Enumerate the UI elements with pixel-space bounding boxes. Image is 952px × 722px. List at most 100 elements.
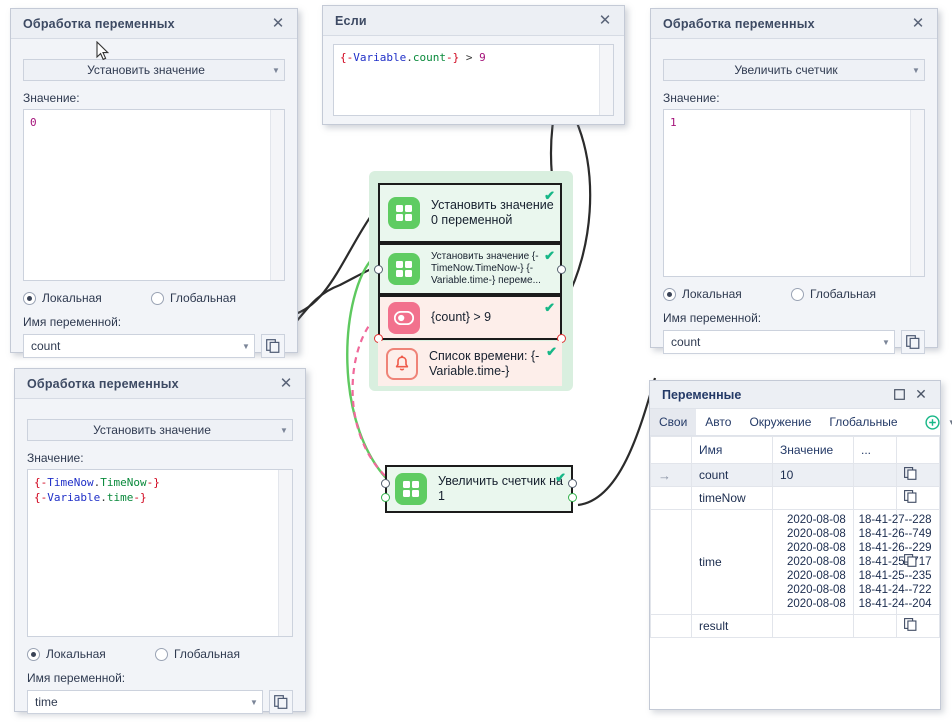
grid-icon — [388, 197, 420, 229]
flow-node-label: Список времени: {-Variable.time-} — [429, 349, 562, 379]
table-row[interactable]: timeNow — [651, 487, 940, 510]
namespace: TimeNow — [47, 476, 93, 489]
radio-local[interactable]: Локальная — [27, 647, 155, 661]
variables-panel[interactable]: Переменные ✕ Свои Авто Окружение Глобаль… — [649, 380, 941, 710]
copy-button[interactable] — [901, 330, 925, 354]
node-input-port[interactable] — [381, 479, 390, 488]
table-row[interactable]: result — [651, 615, 940, 638]
copy-button[interactable] — [269, 690, 293, 714]
scrollbar[interactable] — [599, 45, 613, 115]
flow-node-set-zero[interactable]: Установить значение 0 переменной ✔ — [378, 183, 562, 243]
close-icon[interactable]: ✕ — [596, 12, 614, 30]
window-if-condition[interactable]: Если ✕ {-Variable.count-} > 9 — [322, 5, 625, 125]
variables-panel-titlebar[interactable]: Переменные ✕ — [650, 381, 940, 409]
node-output-port-green[interactable] — [568, 493, 577, 502]
dot: . — [100, 491, 107, 504]
maximize-icon[interactable] — [888, 385, 910, 405]
tab-label: Глобальные — [829, 415, 897, 429]
copy-icon[interactable] — [904, 554, 917, 570]
radio-global[interactable]: Глобальная — [155, 647, 240, 661]
action-dropdown[interactable]: Увеличить счетчик ▼ — [663, 59, 925, 81]
row-name: time — [692, 510, 773, 615]
scrollbar[interactable] — [278, 470, 292, 636]
row-value[interactable] — [773, 487, 854, 510]
flow-node-time-list[interactable]: Список времени: {-Variable.time-} ✔ — [378, 341, 562, 386]
variable-name-combo[interactable]: time ▼ — [27, 690, 263, 714]
value-textarea[interactable]: 0 — [23, 109, 285, 281]
radio-local-label: Локальная — [46, 647, 106, 661]
table-row[interactable]: time 2020-08-08 18-41-27--228 2020-08-08… — [651, 510, 940, 615]
brace-close: -} — [133, 491, 146, 504]
row-copy-cell[interactable] — [897, 487, 940, 510]
variable-name-label: Имя переменной: — [27, 671, 293, 685]
grid-icon — [388, 253, 420, 285]
window-titlebar[interactable]: Обработка переменных ✕ — [11, 9, 297, 39]
value-line-2: {-Variable.time-} — [34, 490, 286, 505]
tab-okruzhenie[interactable]: Окружение — [740, 409, 820, 435]
flow-node-set-timenow[interactable]: Установить значение {-TimeNow.TimeNow-} … — [378, 243, 562, 295]
variable-name-combo[interactable]: count ▼ — [663, 330, 895, 354]
add-variable-icon[interactable] — [919, 409, 946, 435]
tab-avto[interactable]: Авто — [696, 409, 740, 435]
value-text: 0 — [30, 116, 37, 129]
radio-global[interactable]: Глобальная — [151, 291, 236, 305]
tabs-overflow-icon[interactable]: ▾ — [946, 409, 952, 435]
col-header-copy — [897, 437, 940, 464]
row-value[interactable]: 10 — [773, 464, 854, 487]
value-textarea[interactable]: {-TimeNow.TimeNow-} {-Variable.time-} — [27, 469, 293, 637]
radio-dot — [663, 288, 676, 301]
window-increase-counter[interactable]: Обработка переменных ✕ Увеличить счетчик… — [650, 8, 938, 348]
close-icon[interactable]: ✕ — [269, 15, 287, 33]
window-titlebar[interactable]: Обработка переменных ✕ — [651, 9, 937, 39]
copy-icon[interactable] — [904, 467, 917, 483]
window-titlebar[interactable]: Обработка переменных ✕ — [15, 369, 305, 399]
tab-svoi[interactable]: Свои — [650, 409, 696, 435]
row-more[interactable] — [854, 487, 897, 510]
action-dropdown[interactable]: Установить значение ▼ — [23, 59, 285, 81]
variable-name-combo[interactable]: count ▼ — [23, 334, 255, 358]
row-more[interactable] — [854, 615, 897, 638]
row-value[interactable]: 2020-08-08 18-41-27--228 2020-08-08 18-4… — [773, 510, 854, 615]
row-more[interactable] — [854, 464, 897, 487]
tab-globalnye[interactable]: Глобальные — [820, 409, 906, 435]
radio-local[interactable]: Локальная — [23, 291, 151, 305]
node-check-icon: ✔ — [544, 189, 555, 202]
node-input-port[interactable] — [374, 265, 383, 274]
radio-global[interactable]: Глобальная — [791, 287, 876, 301]
close-icon[interactable]: ✕ — [910, 385, 932, 405]
flow-node-condition[interactable]: {count} > 9 ✔ — [378, 295, 562, 340]
radio-local[interactable]: Локальная — [663, 287, 791, 301]
variables-panel-title: Переменные — [662, 388, 888, 402]
copy-icon — [906, 335, 920, 349]
window-set-value-count[interactable]: Обработка переменных ✕ Установить значен… — [10, 8, 298, 353]
window-set-value-time[interactable]: Обработка переменных ✕ Установить значен… — [14, 368, 306, 712]
brace-open: {- — [34, 491, 47, 504]
node-output-port[interactable] — [568, 479, 577, 488]
action-dropdown[interactable]: Установить значение ▼ — [27, 419, 293, 441]
mouse-cursor — [96, 41, 110, 61]
variable-name-value: time — [28, 695, 246, 709]
value-textarea[interactable]: 1 — [663, 109, 925, 277]
close-icon[interactable]: ✕ — [909, 15, 927, 33]
row-value[interactable] — [773, 615, 854, 638]
scrollbar[interactable] — [910, 110, 924, 276]
window-title: Обработка переменных — [663, 17, 909, 31]
value-label: Значение: — [663, 91, 925, 105]
scrollbar[interactable] — [270, 110, 284, 280]
table-row[interactable]: → count 10 — [651, 464, 940, 487]
copy-icon[interactable] — [904, 618, 917, 634]
condition-expression-textarea[interactable]: {-Variable.count-} > 9 — [333, 44, 614, 116]
expr-brace-open: {- — [340, 51, 353, 64]
window-title: Если — [335, 14, 596, 28]
copy-button[interactable] — [261, 334, 285, 358]
node-input-port-green[interactable] — [381, 493, 390, 502]
copy-icon[interactable] — [904, 490, 917, 506]
flow-node-increase-counter[interactable]: Увеличить счетчик на 1 ✔ — [385, 465, 573, 513]
window-titlebar[interactable]: Если ✕ — [323, 6, 624, 36]
scope-radio-group: Локальная Глобальная — [27, 647, 293, 661]
row-copy-cell[interactable] — [897, 464, 940, 487]
bell-icon — [386, 348, 418, 380]
node-output-port[interactable] — [557, 265, 566, 274]
row-copy-cell[interactable] — [897, 615, 940, 638]
close-icon[interactable]: ✕ — [277, 375, 295, 393]
